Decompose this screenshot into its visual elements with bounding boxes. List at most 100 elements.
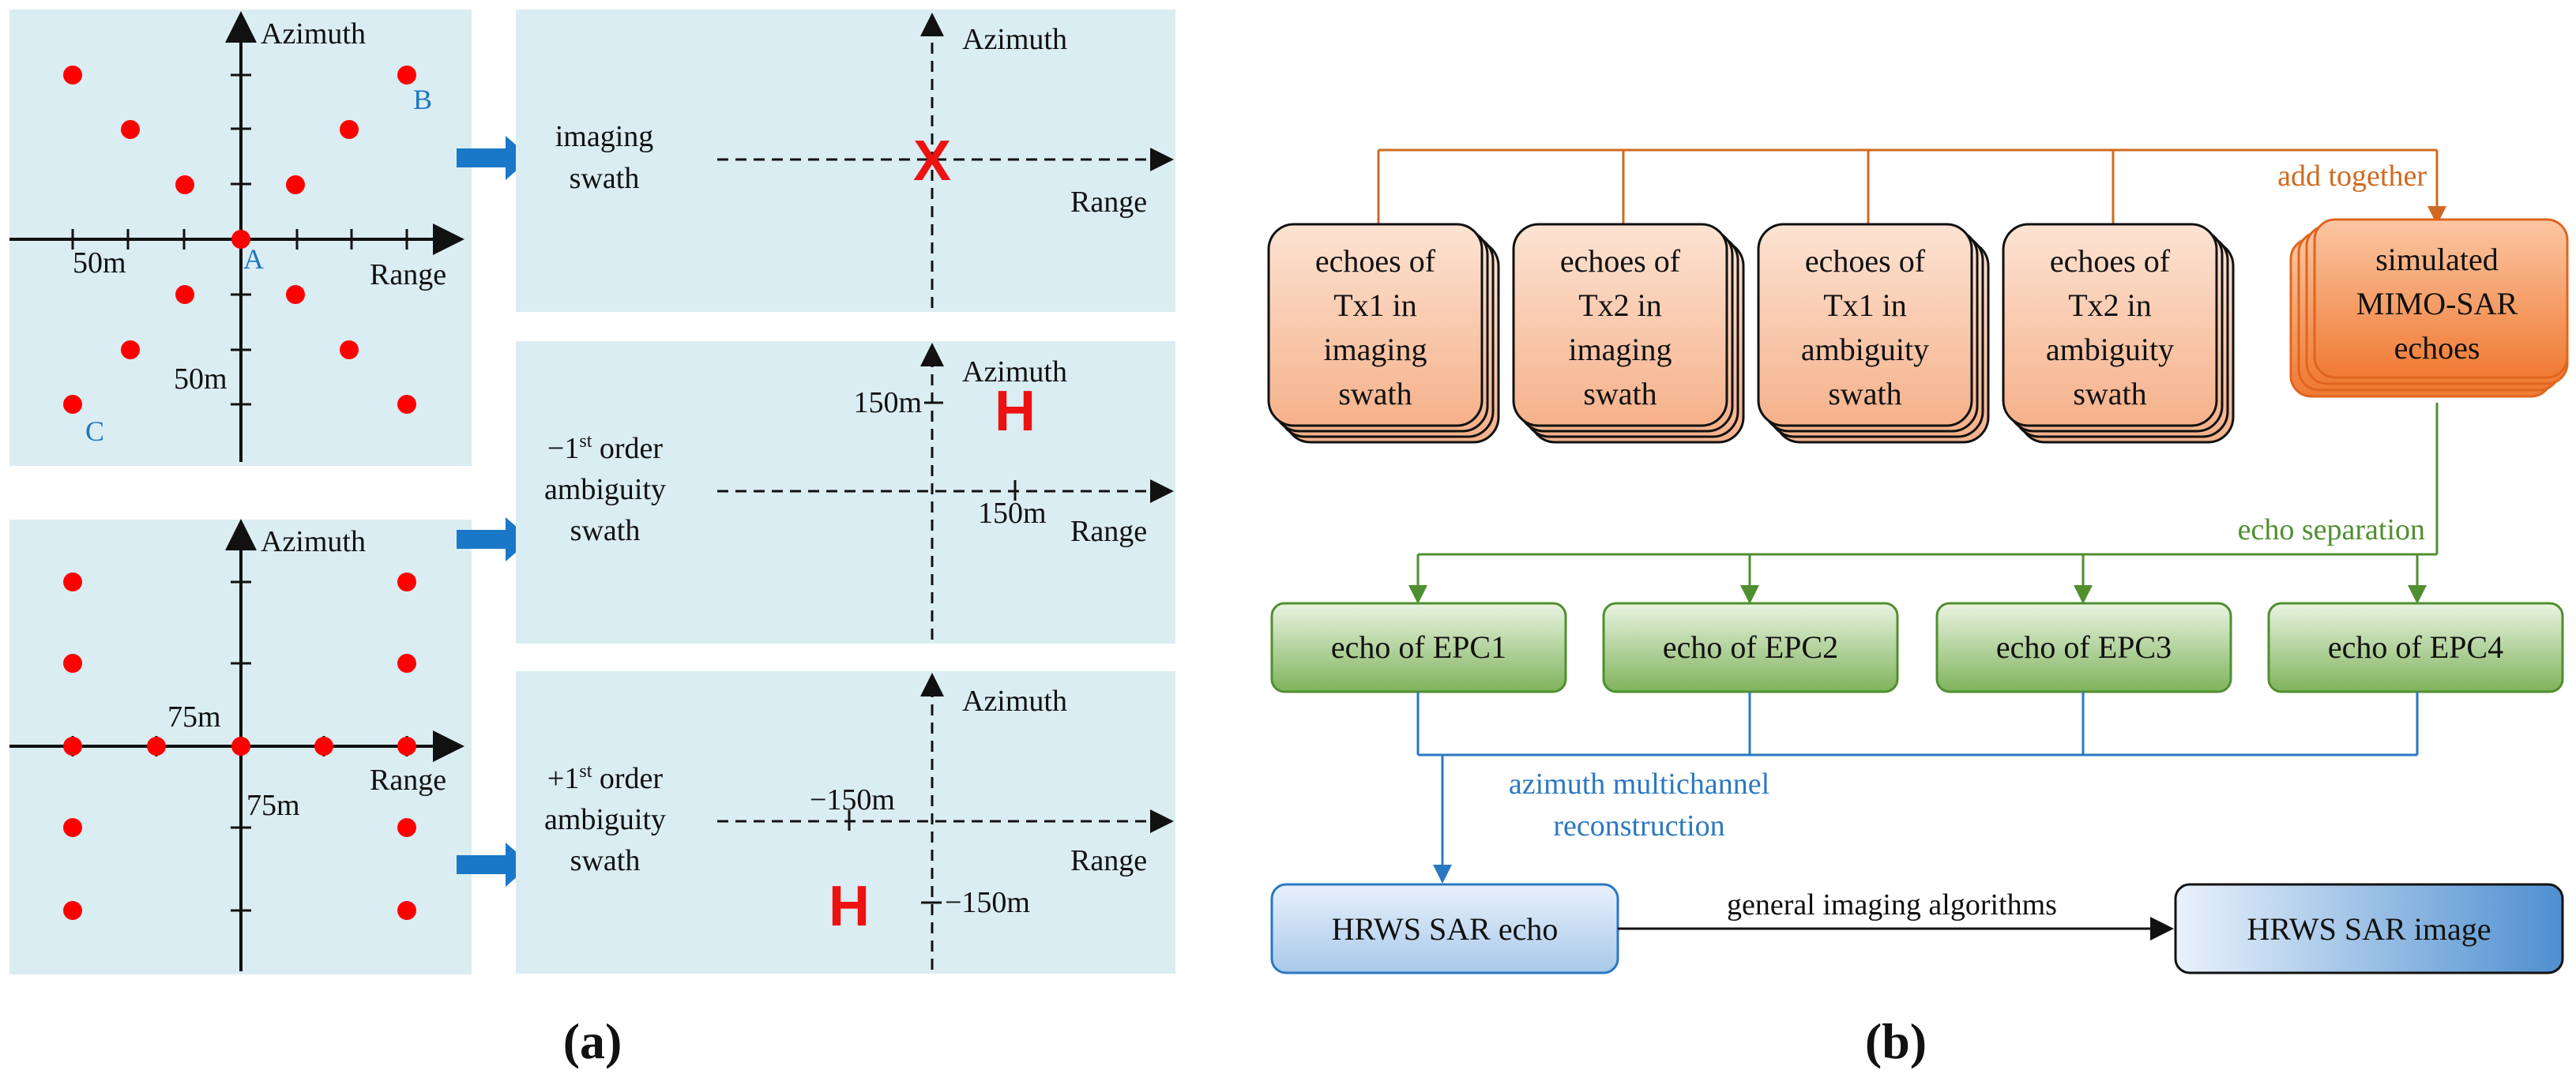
transfer-arrows: [457, 136, 531, 887]
echo-stack-1-line4: swath: [1338, 376, 1412, 411]
panel-a-caption: (a): [563, 1013, 622, 1069]
reconstruction-line2: reconstruction: [1553, 809, 1724, 843]
target-point: [231, 230, 250, 249]
simulated-line2: MIMO-SAR: [2356, 286, 2518, 321]
target-point: [397, 573, 416, 591]
plus1-swath-panel: Azimuth Range −150m −150m +1st order amb…: [516, 671, 1175, 974]
echo-stack-4-line3: ambiguity: [2046, 332, 2174, 367]
imaging-azimuth-label: Azimuth: [962, 23, 1067, 56]
epc-box-4: echo of EPC4: [2267, 602, 2564, 693]
plus1-ghost-mark: H: [829, 875, 870, 938]
arrow-to-plus1-swath: [457, 843, 531, 887]
target-point: [63, 66, 82, 84]
plus1-azimuth-label: Azimuth: [962, 685, 1067, 718]
target-point: [63, 395, 82, 414]
target-point: [175, 285, 194, 304]
minus1-tick-y: 150m: [853, 386, 922, 419]
echo-stack-2-box: [1512, 223, 1728, 427]
echo-stack-4-line1: echoes of: [2050, 243, 2171, 279]
echo-stack-3-line4: swath: [1828, 376, 1901, 411]
scene2-range-label: Range: [370, 764, 446, 797]
echo-stack-4-line4: swath: [2073, 376, 2146, 411]
scene1-scale-y: 50m: [174, 362, 228, 396]
target-point: [63, 901, 82, 920]
scene1-azimuth-label: Azimuth: [261, 17, 366, 51]
simulated-line3: echoes: [2394, 330, 2480, 366]
minus1-ghost-mark: H: [995, 380, 1036, 443]
target-point: [147, 737, 166, 756]
point-b-label: B: [413, 84, 432, 115]
point-a-label: A: [243, 243, 264, 275]
plus1-range-label: Range: [1070, 844, 1147, 877]
echo-stack-3: echoes of Tx1 in ambiguity swath: [1757, 223, 1990, 444]
scene2-scale-x: 75m: [167, 700, 221, 734]
target-point: [175, 175, 194, 194]
minus1-swath-title: −1st order: [547, 431, 663, 465]
minus1-swath-panel: Azimuth Range 150m 150m −1st order ambig…: [516, 341, 1175, 644]
panel-a: Azimuth Range 50m 50m A B C: [9, 9, 1175, 1069]
panel-b-caption: (b): [1865, 1013, 1927, 1069]
minus1-range-label: Range: [1070, 515, 1147, 548]
hrws-image-box: HRWS SAR image: [2174, 883, 2564, 974]
simulated-line1: simulated: [2375, 242, 2499, 277]
scene2-target-layout: Azimuth Range 75m 75m: [9, 519, 472, 974]
target-point: [397, 737, 416, 756]
epc-box-2-label: echo of EPC2: [1663, 629, 1838, 665]
echo-separation-label: echo separation: [2238, 513, 2425, 546]
scene2-point-targets: [63, 573, 416, 920]
echo-stack-2-line1: echoes of: [1560, 243, 1681, 279]
target-point: [340, 120, 359, 139]
target-point: [397, 395, 416, 414]
point-c-label: C: [85, 415, 104, 447]
target-point: [231, 737, 250, 756]
hrws-echo-box: HRWS SAR echo: [1270, 883, 1619, 974]
scene1-range-label: Range: [370, 258, 446, 291]
hrws-echo-label: HRWS SAR echo: [1332, 911, 1559, 947]
echo-stack-4-box: [2002, 223, 2218, 427]
scene1-point-targets: [63, 66, 416, 414]
add-together-connector: [1377, 148, 2446, 227]
target-point: [314, 737, 333, 756]
target-point: [63, 573, 82, 591]
echo-stack-1: echoes of Tx1 in imaging swath: [1267, 223, 1500, 444]
hrws-image-label: HRWS SAR image: [2247, 911, 2491, 947]
plus1-swath-title: +1st order: [547, 761, 663, 795]
reconstruction-connector: [1416, 692, 2419, 884]
scene1-scale-x: 50m: [73, 246, 126, 280]
echo-stack-1-line3: imaging: [1323, 332, 1427, 367]
epc-box-4-label: echo of EPC4: [2328, 629, 2503, 665]
target-point: [397, 818, 416, 837]
target-point: [63, 818, 82, 837]
minus1-swath-title-line2: ambiguity: [544, 473, 666, 506]
reconstruction-line1: azimuth multichannel: [1509, 768, 1769, 801]
minus1-azimuth-label: Azimuth: [962, 355, 1067, 389]
imaging-swath-title: imaging: [555, 120, 654, 153]
target-point: [63, 737, 82, 756]
plus1-swath-title-line3: swath: [570, 844, 641, 877]
epc-box-1-label: echo of EPC1: [1331, 629, 1506, 665]
target-point: [340, 340, 359, 359]
echo-stack-3-box: [1757, 223, 1973, 427]
add-together-label: add together: [2277, 160, 2427, 193]
plus1-swath-title-line2: ambiguity: [544, 803, 666, 836]
echo-stack-4-line2: Tx2 in: [2068, 287, 2152, 323]
echo-stack-2: echoes of Tx2 in imaging swath: [1512, 223, 1745, 444]
imaging-cross-mark: X: [913, 130, 951, 193]
echo-stack-2-line4: swath: [1583, 376, 1657, 411]
echo-separation-connector: [1408, 403, 2439, 604]
simulated-echo-box: [2313, 218, 2569, 379]
echo-stack-3-line1: echoes of: [1805, 243, 1926, 279]
simulated-echo-stack: simulated MIMO-SAR echoes: [2289, 218, 2569, 398]
epc-box-3: echo of EPC3: [1935, 602, 2232, 693]
target-point: [397, 654, 416, 673]
imaging-swath-title: swath: [570, 162, 640, 195]
scene2-azimuth-label: Azimuth: [261, 525, 366, 558]
imaging-algorithms-label: general imaging algorithms: [1727, 888, 2057, 922]
scene1-ticks: [71, 73, 408, 406]
target-point: [397, 66, 416, 84]
echo-stack-3-line3: ambiguity: [1801, 332, 1929, 367]
echo-stack-1-line2: Tx1 in: [1333, 287, 1417, 323]
panel-b: add together echoes of Tx1 in imaging sw…: [1267, 148, 2569, 1069]
imaging-range-label: Range: [1070, 186, 1147, 219]
